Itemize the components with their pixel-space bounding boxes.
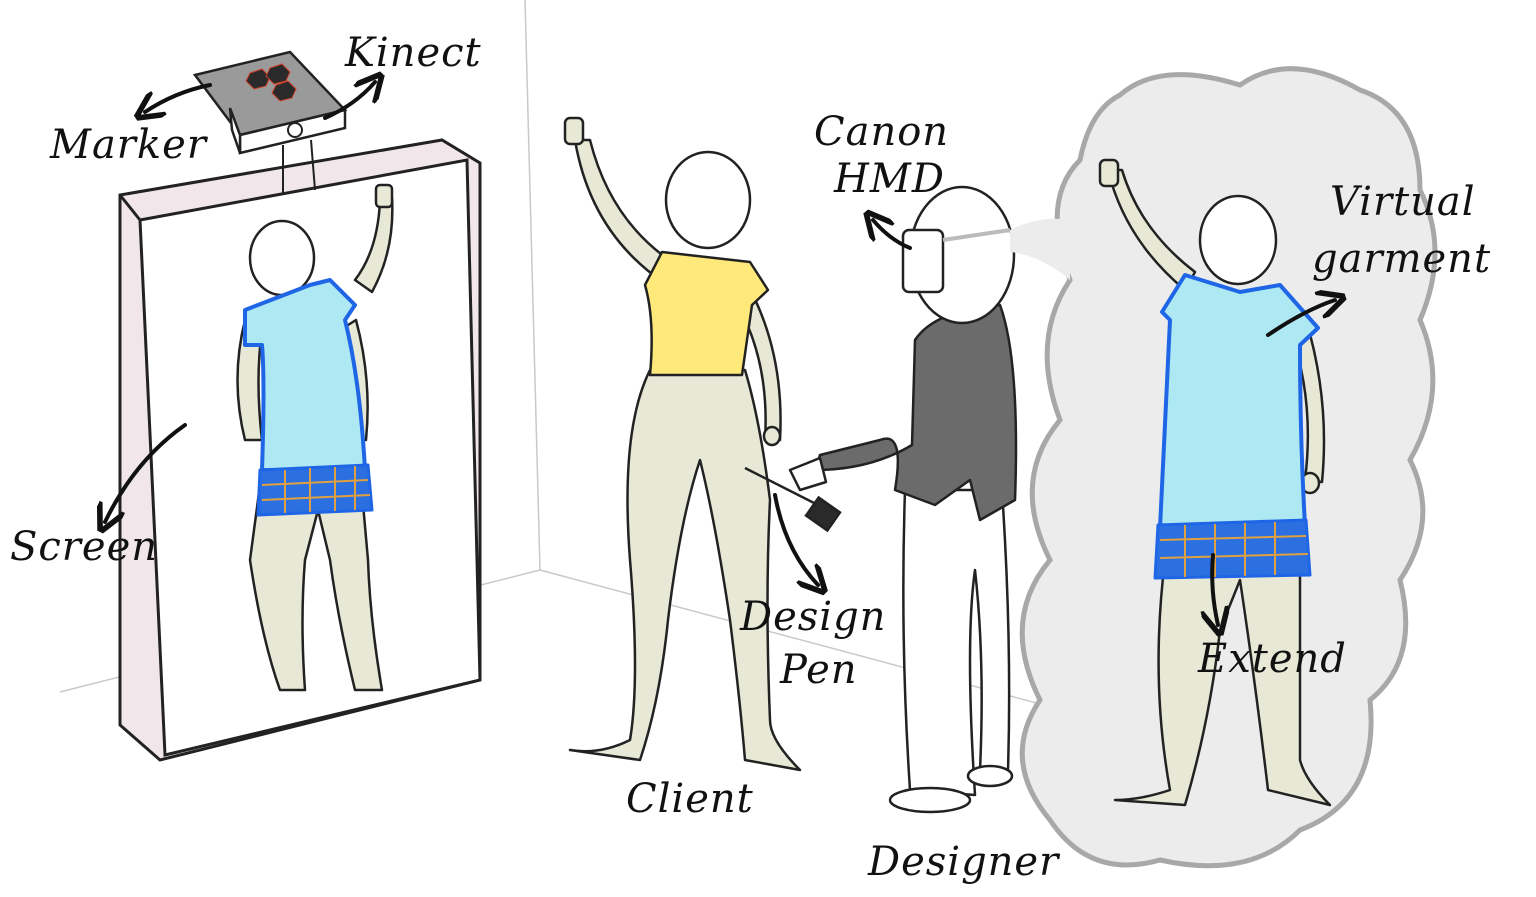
label-virtual: Virtual	[1330, 179, 1476, 225]
label-canon: Canon	[814, 109, 949, 155]
kinect-sensor	[192, 50, 348, 155]
label-kinect: Kinect	[344, 30, 482, 76]
client-figure	[563, 116, 802, 772]
label-client: Client	[626, 776, 754, 822]
marker-hexagons	[245, 63, 297, 102]
annotation-arrows	[105, 82, 1335, 625]
label-screen: Screen	[10, 524, 158, 570]
hmd-headset	[901, 228, 945, 294]
virtual-figure	[1098, 158, 1332, 807]
designer-figure	[788, 185, 1018, 814]
screen-figure	[236, 183, 394, 692]
label-extend: Extend	[1197, 636, 1347, 682]
design-pen	[744, 466, 842, 533]
label-marker: Marker	[49, 122, 209, 168]
label-hmd: HMD	[833, 156, 945, 202]
label-design: Design	[739, 594, 886, 640]
label-garment: garment	[1312, 236, 1491, 282]
label-pen: Pen	[779, 647, 858, 693]
label-designer: Designer	[867, 839, 1061, 885]
labels: Kinect Marker Screen Canon HMD Virtual g…	[10, 30, 1491, 885]
